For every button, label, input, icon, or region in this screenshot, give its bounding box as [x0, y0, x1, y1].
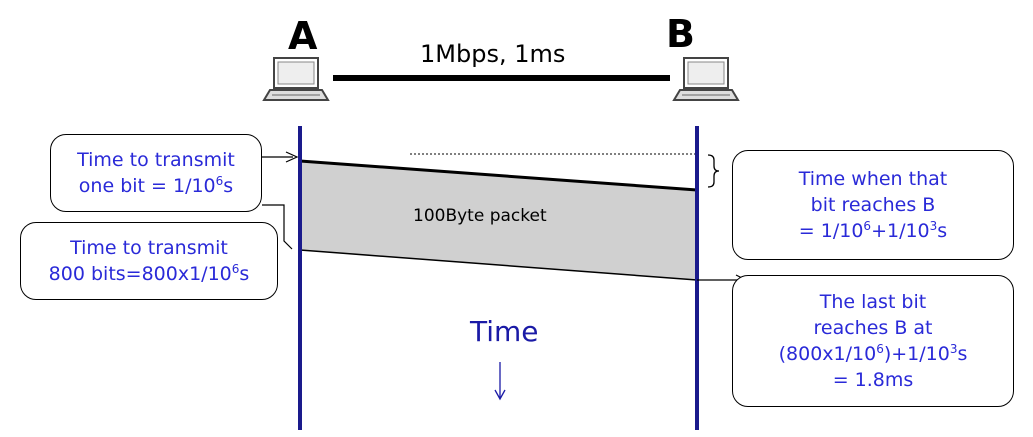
node-a-label: A	[288, 14, 318, 58]
callout-line: reaches B at	[813, 317, 933, 339]
last-bit-line	[299, 249, 698, 281]
arrow-head	[494, 389, 506, 401]
callout-line: one bit = 1/106s	[78, 174, 234, 197]
packet-band	[300, 161, 697, 280]
callout-line: 800 bits=800x1/106s	[48, 262, 250, 285]
callout-line: Time to transmit	[77, 149, 235, 171]
link-label: 1Mbps, 1ms	[420, 40, 566, 68]
time-label: Time	[470, 315, 539, 348]
callout-line: bit reaches B	[810, 194, 936, 216]
node-b-label: B	[666, 12, 695, 56]
laptop-icon	[262, 57, 330, 101]
laptop-icon	[672, 57, 740, 101]
brace	[707, 154, 720, 188]
first-arrival-callout: Time when that bit reaches B = 1/106+1/1…	[732, 150, 1014, 260]
all-bits-callout: Time to transmit 800 bits=800x1/106s	[20, 222, 278, 300]
callout-line: = 1/106+1/103s	[798, 219, 948, 242]
transmit-connector	[262, 204, 293, 250]
one-bit-callout: Time to transmit one bit = 1/106s	[50, 134, 262, 212]
first-bit-line	[299, 159, 698, 192]
callout-line: (800x1/106)+1/103s	[778, 342, 968, 365]
callout-line: Time when that	[798, 168, 948, 190]
arrow-head	[285, 151, 299, 163]
last-arrival-callout: The last bit reaches B at (800x1/106)+1/…	[732, 275, 1014, 407]
callout-line: = 1.8ms	[832, 369, 914, 391]
packet-label: 100Byte packet	[413, 206, 547, 226]
callout-line: The last bit	[819, 291, 927, 313]
callout-line: Time to transmit	[70, 237, 228, 259]
